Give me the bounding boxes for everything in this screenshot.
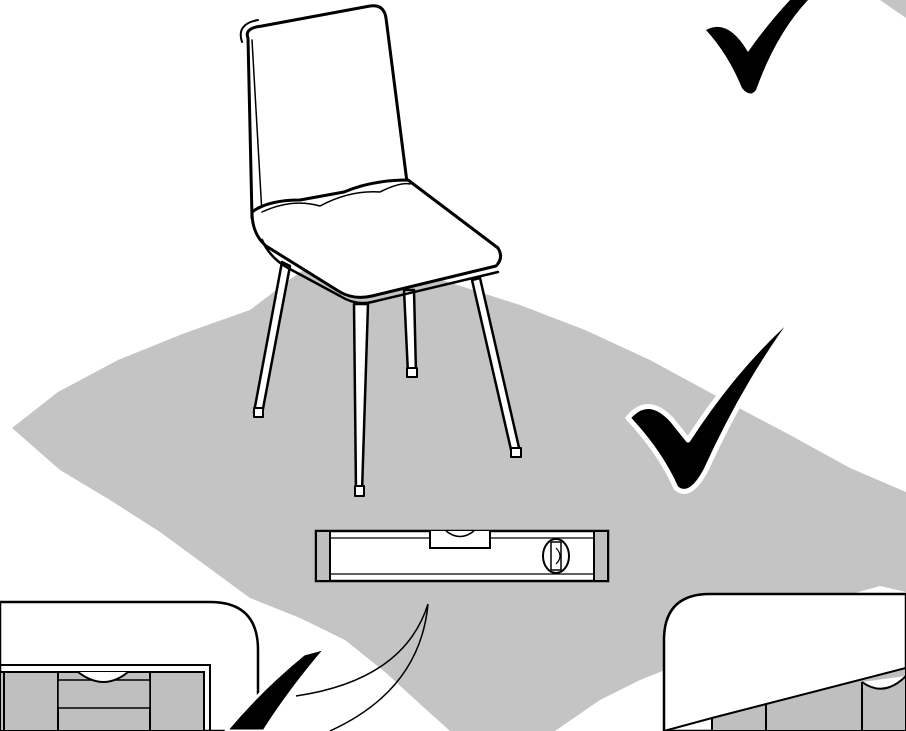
spirit-level-icon bbox=[314, 529, 610, 583]
chair-backrest bbox=[245, 4, 410, 220]
level-vial-horizontal bbox=[429, 531, 491, 549]
checkmark-icon-bottom-left bbox=[224, 646, 328, 731]
detail-callout-level bbox=[0, 600, 260, 731]
callout-line-left bbox=[295, 603, 429, 731]
checkmark-icon-floor bbox=[625, 307, 803, 494]
chair-icon bbox=[239, 4, 522, 497]
detail-callout-level-tilted bbox=[662, 592, 906, 731]
checkmark-icon-top-right bbox=[706, 0, 808, 94]
floor-corner-fragment bbox=[880, 0, 906, 18]
level-vial-vertical bbox=[542, 538, 570, 574]
